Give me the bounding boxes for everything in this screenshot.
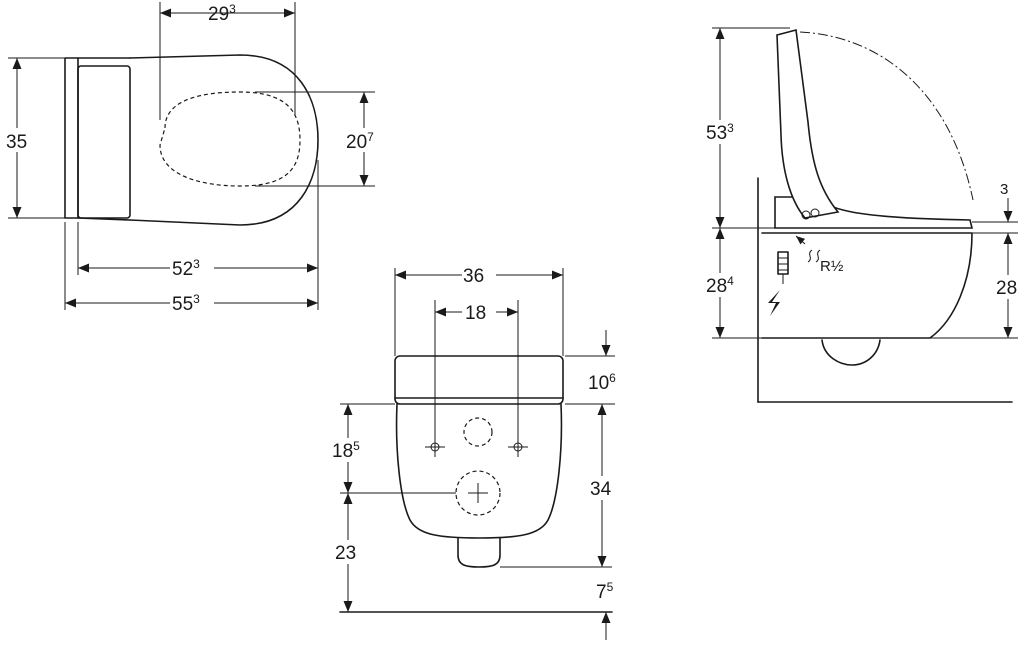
dim-width-total: 36 [463,266,484,287]
dim-fixing-to-outlet: 185 [332,439,360,462]
outlet-front [457,537,501,568]
outlet-hole [455,470,501,516]
electricity-icon [768,290,780,316]
dim-lid-height: 533 [706,121,734,144]
bowl-front [395,403,563,539]
dim-bowl-height-left: 284 [706,274,734,297]
dim-outlet-height: 23 [335,543,356,564]
dim-seat-thickness: 3 [1000,181,1008,198]
inlet-hole [463,417,493,447]
fixing-point-right [508,437,528,457]
dim-depth-total: 35 [6,132,27,153]
lid-swing-arc [799,31,974,201]
top-view: 293 35 207 523 [4,2,386,315]
control-unit [77,65,131,219]
dim-length-bowl: 523 [172,257,200,280]
electrical-connector [777,251,789,284]
bowl-side [761,232,973,339]
dim-length-total: 553 [172,292,200,315]
fixing-point-left [425,437,445,457]
dim-opening-depth: 207 [346,130,374,153]
seat-front [394,355,564,405]
lid-side [776,28,840,219]
dim-floor-offset: 75 [596,580,614,603]
dim-fixing-spacing: 18 [465,303,486,324]
seat-opening [159,91,301,187]
wall-plate [64,57,79,219]
dim-seat-width: 293 [208,2,236,25]
side-view: R½ 533 3 284 28 [704,27,1024,403]
water-connection-label: R½ [820,258,844,275]
front-view: 36 18 106 34 [330,263,624,640]
dim-bowl-height: 34 [590,479,612,500]
water-icon [807,249,821,263]
dim-seat-height: 106 [588,371,616,394]
dim-bowl-height-right: 28 [996,278,1017,299]
seat-outline [129,54,319,226]
